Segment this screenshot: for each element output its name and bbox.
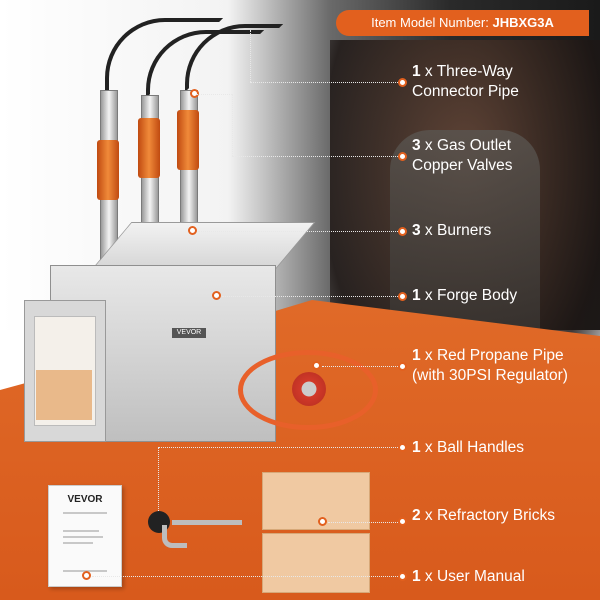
part-label-burners: 3 x Burners — [412, 222, 492, 239]
callout-line — [92, 576, 402, 577]
callout-line — [250, 30, 251, 82]
manual-text-line — [63, 542, 93, 544]
callout-dot — [398, 362, 407, 371]
callout-dot — [312, 361, 321, 370]
callout-dot — [398, 572, 407, 581]
manual-brand: VEVOR — [67, 494, 103, 505]
pressure-regulator — [292, 372, 326, 406]
callout-dot — [398, 292, 407, 301]
model-number-label: Item Model Number: — [371, 15, 493, 30]
callout-dot — [398, 443, 407, 452]
forge-body-top — [92, 222, 316, 269]
refractory-brick-2 — [262, 533, 370, 593]
manual-text-line — [63, 512, 107, 514]
manual-text-line — [63, 530, 99, 532]
ball-handle-rod — [172, 520, 242, 525]
callout-line — [232, 94, 233, 156]
callout-line — [158, 447, 159, 511]
callout-line — [232, 156, 402, 157]
copper-valve-3 — [177, 110, 199, 170]
part-label-user-manual: 1 x User Manual — [412, 568, 525, 585]
callout-line — [222, 296, 402, 297]
refractory-brick-1 — [262, 472, 370, 530]
copper-valve-2 — [138, 118, 160, 178]
callout-line — [328, 522, 402, 523]
red-propane-pipe — [238, 350, 378, 430]
callout-line — [198, 231, 402, 232]
model-number-badge: Item Model Number: JHBXG3A — [336, 10, 589, 36]
part-label-ball-handles: 1 x Ball Handles — [412, 439, 525, 456]
part-label-forge-body: 1 x Forge Body — [412, 287, 518, 304]
callout-line — [158, 447, 402, 448]
callout-dot — [188, 226, 197, 235]
part-label-refractory-bricks: 2 x Refractory Bricks — [412, 507, 555, 524]
ball-handle-bend — [162, 525, 187, 548]
callout-line — [250, 82, 402, 83]
callout-dot — [82, 571, 91, 580]
callout-dot — [318, 517, 327, 526]
callout-dot — [398, 517, 407, 526]
callout-dot — [398, 78, 407, 87]
part-label-propane-pipe: 1 x Red Propane Pipe(with 30PSI Regulato… — [412, 347, 568, 384]
model-number-value: JHBXG3A — [492, 15, 554, 30]
callout-line — [322, 366, 402, 367]
callout-dot — [398, 227, 407, 236]
forge-inner-brick — [36, 370, 92, 420]
brand-plate: VEVOR — [172, 328, 206, 338]
callout-dot — [398, 152, 407, 161]
callout-dot — [190, 89, 199, 98]
manual-text-line — [63, 536, 103, 538]
callout-line — [196, 94, 232, 95]
user-manual-image: VEVOR — [48, 485, 122, 587]
callout-dot — [212, 291, 221, 300]
copper-valve-1 — [97, 140, 119, 200]
